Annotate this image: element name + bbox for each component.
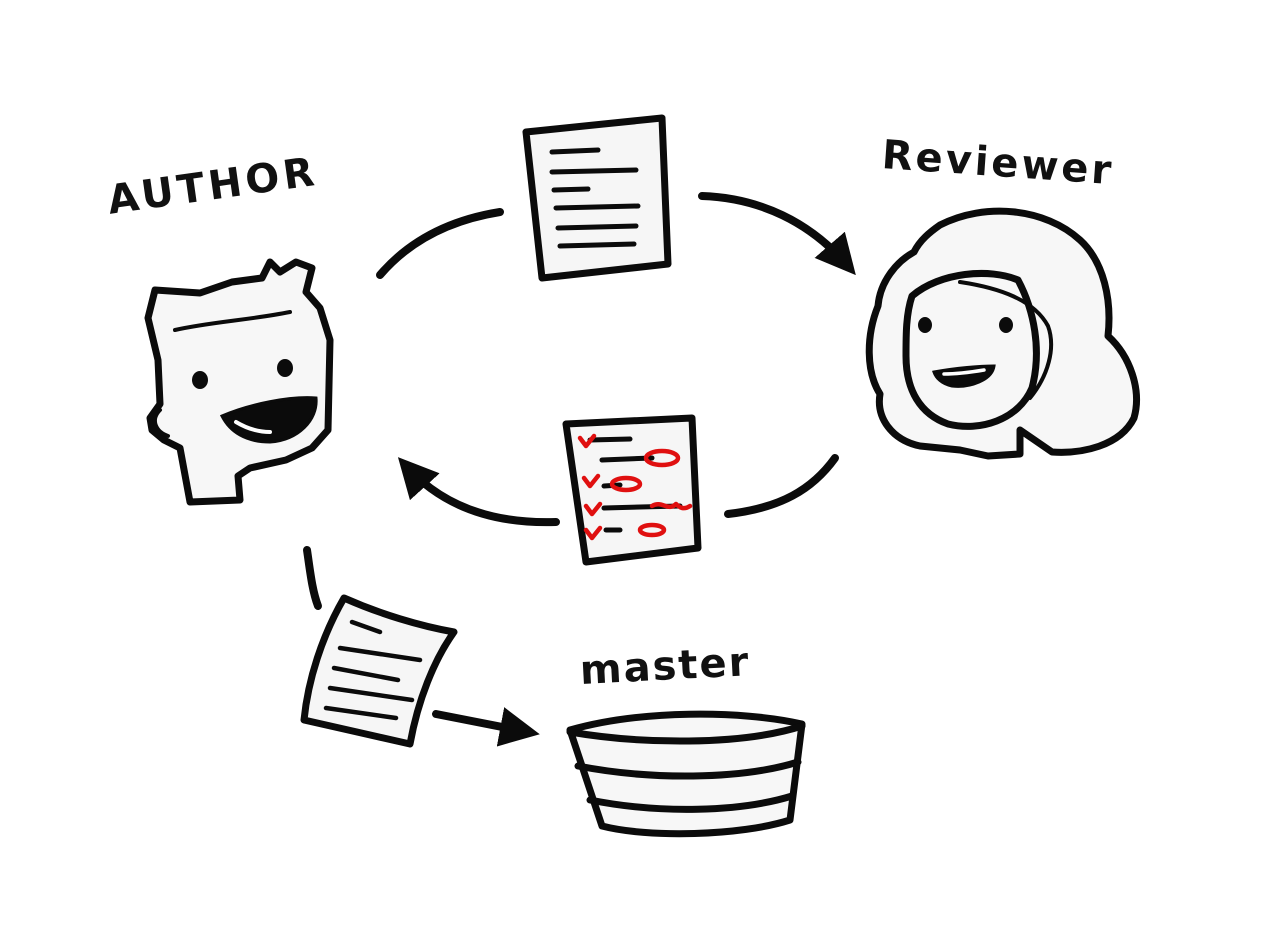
checkmark-3 bbox=[583, 501, 603, 517]
bucket-rim bbox=[566, 722, 806, 745]
document-page bbox=[522, 114, 672, 282]
cycle-arrows bbox=[303, 192, 856, 747]
merged-text-lines bbox=[323, 619, 423, 721]
checkmark-4 bbox=[583, 525, 603, 541]
master-repository-icon bbox=[566, 710, 806, 838]
top-arc-left bbox=[376, 208, 504, 279]
reviewer-right-eye bbox=[999, 317, 1013, 333]
red-scribble bbox=[649, 501, 693, 511]
checkmark-2 bbox=[581, 473, 601, 489]
author-ear bbox=[152, 408, 170, 438]
red-circle-3 bbox=[637, 522, 667, 538]
reviewer-hair-strand bbox=[958, 280, 1054, 400]
merge-line-start bbox=[303, 546, 322, 610]
author-right-eye bbox=[277, 359, 293, 377]
reviewed-document bbox=[562, 414, 702, 566]
document-for-review bbox=[522, 114, 672, 282]
arrow-reviewer-to-author bbox=[397, 457, 560, 527]
bottom-arc-right bbox=[724, 454, 839, 518]
arrow-author-to-reviewer bbox=[698, 192, 856, 276]
author-mouth bbox=[219, 396, 318, 444]
author-left-eye bbox=[192, 371, 208, 389]
merged-page bbox=[300, 594, 458, 748]
bucket-band-2 bbox=[586, 792, 796, 813]
author-head bbox=[144, 258, 334, 506]
red-circle-1 bbox=[643, 448, 681, 468]
review-marks bbox=[577, 433, 693, 541]
reviewer-left-eye bbox=[918, 317, 932, 333]
bucket-band-1 bbox=[574, 758, 802, 780]
merged-document bbox=[300, 594, 458, 748]
author-character bbox=[144, 258, 334, 506]
red-circle-2 bbox=[609, 475, 643, 493]
author-hair-line bbox=[173, 310, 292, 332]
reviewer-character bbox=[865, 207, 1140, 460]
checkmark-1 bbox=[577, 433, 597, 449]
arrow-to-master bbox=[432, 707, 540, 747]
reviewer-face bbox=[902, 269, 1040, 430]
document-text-lines bbox=[549, 147, 641, 249]
